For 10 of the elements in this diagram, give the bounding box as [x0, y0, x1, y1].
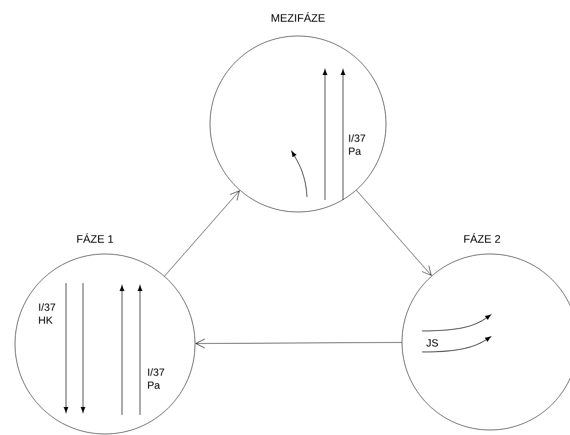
arrow-label: I/37 Pa: [148, 368, 164, 389]
phase-heading: FÁZE 2: [464, 233, 500, 243]
arrow-label: JS: [426, 339, 438, 347]
phase-heading: MEZIFÁZE: [272, 12, 325, 22]
arrow-label: I/37 Pa: [349, 134, 366, 155]
arrow: [164, 190, 240, 276]
arrow: [196, 338, 402, 348]
phase-heading: FÁZE 1: [77, 233, 114, 243]
arrow: [356, 190, 432, 276]
arrow-label: I/37 HK: [39, 303, 56, 324]
